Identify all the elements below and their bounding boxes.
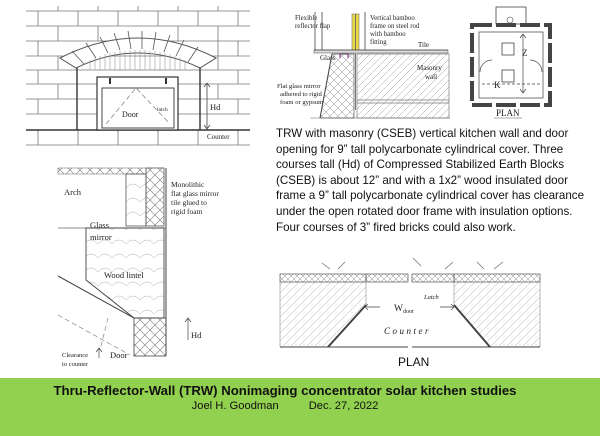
wood-lintel-label: Wood lintel: [104, 270, 144, 280]
counter-label: Counter: [207, 133, 230, 141]
kitchen-plan-drawing: Z K PLAN: [470, 6, 552, 119]
counter-label-2: Counter: [384, 326, 431, 336]
wdoor-label: Wdoor: [394, 304, 414, 315]
plan-caption: PLAN: [398, 355, 430, 369]
description-text: TRW with masonry (CSEB) vertical kitchen…: [276, 127, 585, 234]
brick-arch-elevation-drawing: Door latch Hd Counter: [26, 6, 250, 146]
author-name: Joel H. Goodman: [191, 400, 279, 412]
footer-title: Thru-Reflector-Wall (TRW) Nonimaging con…: [53, 383, 517, 398]
plan-sketch-label: PLAN: [496, 108, 520, 118]
hd-label: Hd: [210, 102, 221, 112]
arch-label: Arch: [64, 187, 82, 197]
door-plan-drawing: Wdoor Latch Counter: [279, 257, 541, 348]
door-label: Door: [122, 110, 139, 119]
tile-label: Tile: [418, 41, 429, 49]
footer-banner: Thru-Reflector-Wall (TRW) Nonimaging con…: [0, 378, 600, 436]
door-label-2: Door: [110, 350, 128, 360]
latch-label: latch: [157, 107, 168, 113]
glass-label: Glass: [320, 54, 336, 62]
footer-byline: Joel H. Goodman Dec. 27, 2022: [0, 400, 600, 412]
door-plan-figure: Wdoor Latch Counter: [270, 255, 600, 355]
hd-label-2: Hd: [191, 330, 202, 340]
kitchen-plan-figure: Z K PLAN: [460, 0, 600, 125]
date-label: Dec. 27, 2022: [308, 400, 379, 412]
elevation-figure: Door latch Hd Counter: [0, 0, 270, 150]
latch-label-2: Latch: [423, 294, 439, 301]
z-label: Z: [522, 48, 528, 58]
k-label: K: [494, 80, 501, 90]
